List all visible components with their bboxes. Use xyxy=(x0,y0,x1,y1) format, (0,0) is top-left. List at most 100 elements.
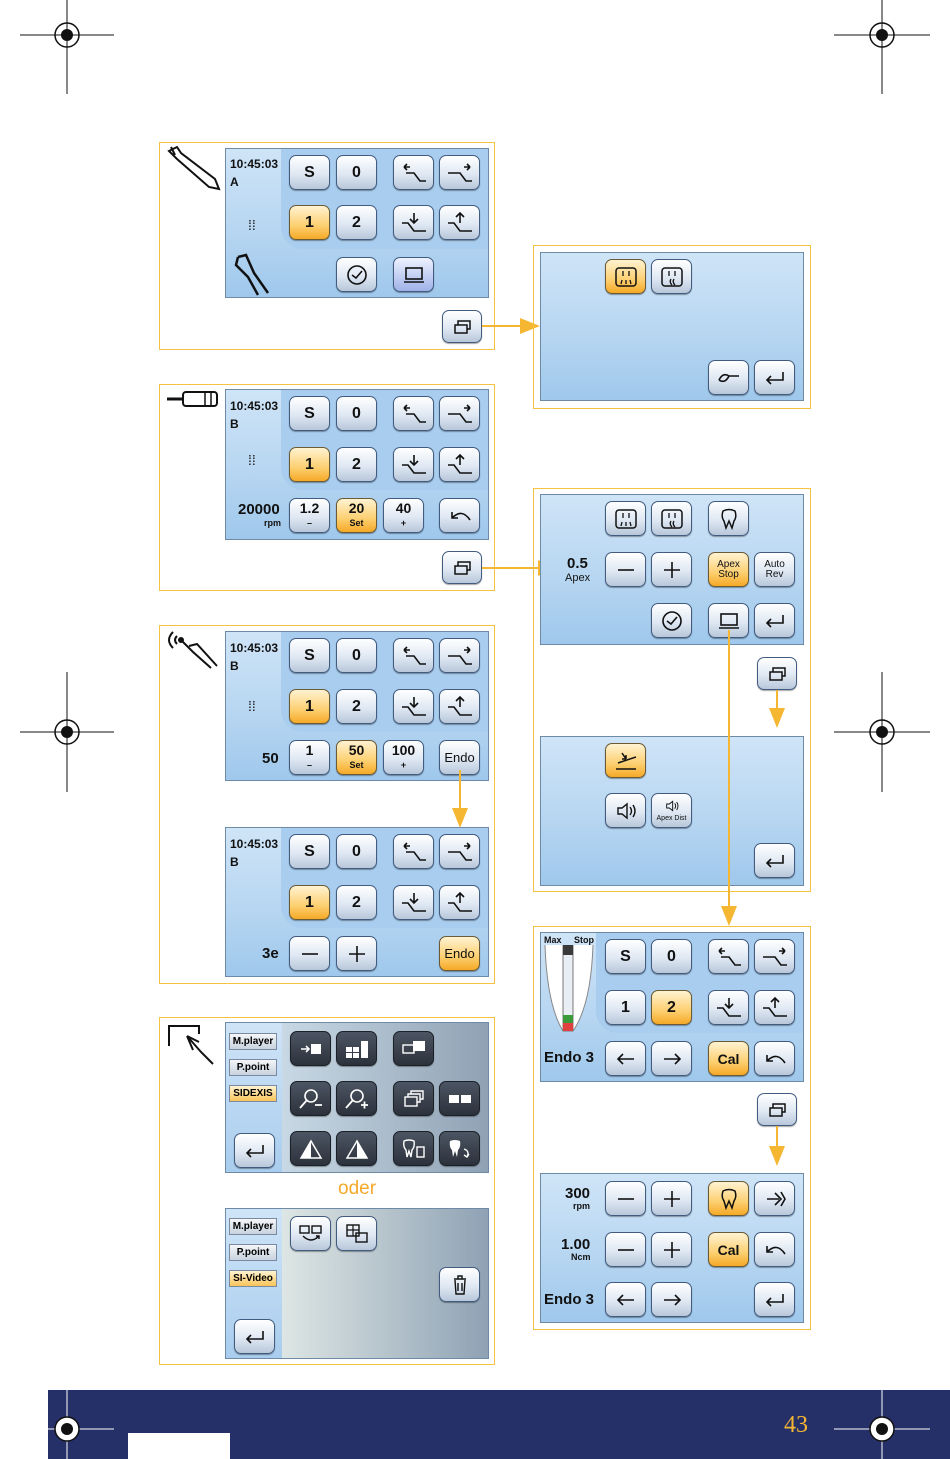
zero-button[interactable]: 0 xyxy=(336,396,377,431)
apex-stop-button[interactable]: Apex Stop xyxy=(708,552,749,587)
rotate-left-up-button[interactable] xyxy=(393,834,434,869)
rotate-right-up-button[interactable] xyxy=(439,834,480,869)
torque-increase-button[interactable] xyxy=(651,1232,692,1267)
one-button[interactable]: 1 xyxy=(289,689,330,724)
tab-si-video[interactable]: SI-Video xyxy=(229,1270,277,1287)
zero-button[interactable]: 0 xyxy=(651,939,692,974)
zero-button[interactable]: 0 xyxy=(336,155,377,190)
timer-button[interactable] xyxy=(336,257,377,292)
monitor-button[interactable] xyxy=(393,257,434,292)
spray-off-button[interactable] xyxy=(651,259,692,294)
one-button[interactable]: 1 xyxy=(289,205,330,240)
power-decrease-button[interactable]: 1 – xyxy=(289,740,330,775)
cal-button[interactable]: Cal xyxy=(708,1041,749,1076)
s-button[interactable]: S xyxy=(605,939,646,974)
picture-layout-button[interactable] xyxy=(336,1216,377,1251)
raise-button[interactable] xyxy=(439,205,480,240)
rotate-left-up-button[interactable] xyxy=(708,939,749,974)
lower-button[interactable] xyxy=(708,990,749,1025)
power-increase-button[interactable]: 100 + xyxy=(383,740,424,775)
tab-p-point[interactable]: P.point xyxy=(229,1059,277,1076)
undo-button[interactable] xyxy=(754,1232,795,1267)
raise-button[interactable] xyxy=(754,990,795,1025)
raise-button[interactable] xyxy=(439,447,480,482)
delete-tooth-image-button[interactable] xyxy=(393,1131,434,1166)
rotate-right-up-button[interactable] xyxy=(754,939,795,974)
cal-button[interactable]: Cal xyxy=(708,1232,749,1267)
undo-button[interactable] xyxy=(439,498,480,533)
one-button[interactable]: 1 xyxy=(289,447,330,482)
previous-button[interactable] xyxy=(605,1041,646,1076)
endo-button[interactable]: Endo xyxy=(439,936,480,971)
back-button[interactable] xyxy=(234,1319,275,1354)
save-program-button[interactable] xyxy=(754,1181,795,1216)
two-button[interactable]: 2 xyxy=(336,885,377,920)
endo-button[interactable]: Endo xyxy=(439,740,480,775)
two-button[interactable]: 2 xyxy=(336,447,377,482)
settings-window-button[interactable] xyxy=(757,657,797,690)
rpm-decrease-button[interactable] xyxy=(605,1181,646,1216)
zoom-out-button[interactable] xyxy=(290,1081,331,1116)
previous-button[interactable] xyxy=(605,1282,646,1317)
tooth-button[interactable] xyxy=(708,501,749,536)
water-button[interactable] xyxy=(651,501,692,536)
delete-button[interactable] xyxy=(439,1267,480,1302)
rotate-left-up-button[interactable] xyxy=(393,396,434,431)
apex-increase-button[interactable] xyxy=(651,552,692,587)
tab-p-point[interactable]: P.point xyxy=(229,1244,277,1261)
tab-m-player[interactable]: M.player xyxy=(229,1218,277,1235)
service-button[interactable] xyxy=(708,360,749,395)
settings-window-button[interactable] xyxy=(442,551,482,584)
lower-button[interactable] xyxy=(393,885,434,920)
rotate-left-up-button[interactable] xyxy=(393,155,434,190)
window-stack-button[interactable] xyxy=(393,1081,434,1116)
s-button[interactable]: S xyxy=(289,155,330,190)
apex-decrease-button[interactable] xyxy=(605,552,646,587)
s-button[interactable]: S xyxy=(289,396,330,431)
rotate-right-up-button[interactable] xyxy=(439,638,480,673)
import-image-button[interactable] xyxy=(290,1031,331,1066)
rotate-right-up-button[interactable] xyxy=(439,155,480,190)
zoom-in-button[interactable] xyxy=(336,1081,377,1116)
lower-button[interactable] xyxy=(393,689,434,724)
two-button[interactable]: 2 xyxy=(336,205,377,240)
back-button[interactable] xyxy=(754,1282,795,1317)
zero-button[interactable]: 0 xyxy=(336,638,377,673)
settings-window-button[interactable] xyxy=(757,1093,797,1126)
lower-button[interactable] xyxy=(393,447,434,482)
spray-button[interactable] xyxy=(605,501,646,536)
zero-button[interactable]: 0 xyxy=(336,834,377,869)
image-layout-button[interactable] xyxy=(336,1031,377,1066)
rotate-tooth-image-button[interactable] xyxy=(439,1131,480,1166)
apex-offset-button[interactable] xyxy=(605,743,646,778)
swap-view-button[interactable] xyxy=(290,1216,331,1251)
rpm-increase-button[interactable] xyxy=(651,1181,692,1216)
apex-dist-sound-button[interactable]: Apex Dist xyxy=(651,793,692,828)
lower-button[interactable] xyxy=(393,205,434,240)
tooth-button[interactable] xyxy=(708,1181,749,1216)
sound-button[interactable] xyxy=(605,793,646,828)
raise-button[interactable] xyxy=(439,885,480,920)
timer-button[interactable] xyxy=(651,603,692,638)
auto-rev-button[interactable]: Auto Rev xyxy=(754,552,795,587)
torque-decrease-button[interactable] xyxy=(605,1232,646,1267)
tab-sidexis[interactable]: SIDEXIS xyxy=(229,1085,277,1102)
back-button[interactable] xyxy=(234,1133,275,1168)
speed-increase-button[interactable]: 40 + xyxy=(383,498,424,533)
undo-button[interactable] xyxy=(754,1041,795,1076)
contrast-down-button[interactable] xyxy=(290,1131,331,1166)
settings-window-button[interactable] xyxy=(442,310,482,343)
back-button[interactable] xyxy=(754,603,795,638)
two-button[interactable]: 2 xyxy=(651,990,692,1025)
two-button[interactable]: 2 xyxy=(336,689,377,724)
dual-monitor-button[interactable] xyxy=(393,1031,434,1066)
spray-on-button[interactable] xyxy=(605,259,646,294)
rotate-right-up-button[interactable] xyxy=(439,396,480,431)
s-button[interactable]: S xyxy=(289,834,330,869)
s-button[interactable]: S xyxy=(289,638,330,673)
speed-set-button[interactable]: 20 Set xyxy=(336,498,377,533)
speed-decrease-button[interactable]: 1.2 – xyxy=(289,498,330,533)
one-button[interactable]: 1 xyxy=(289,885,330,920)
increase-button[interactable] xyxy=(336,936,377,971)
power-set-button[interactable]: 50 Set xyxy=(336,740,377,775)
